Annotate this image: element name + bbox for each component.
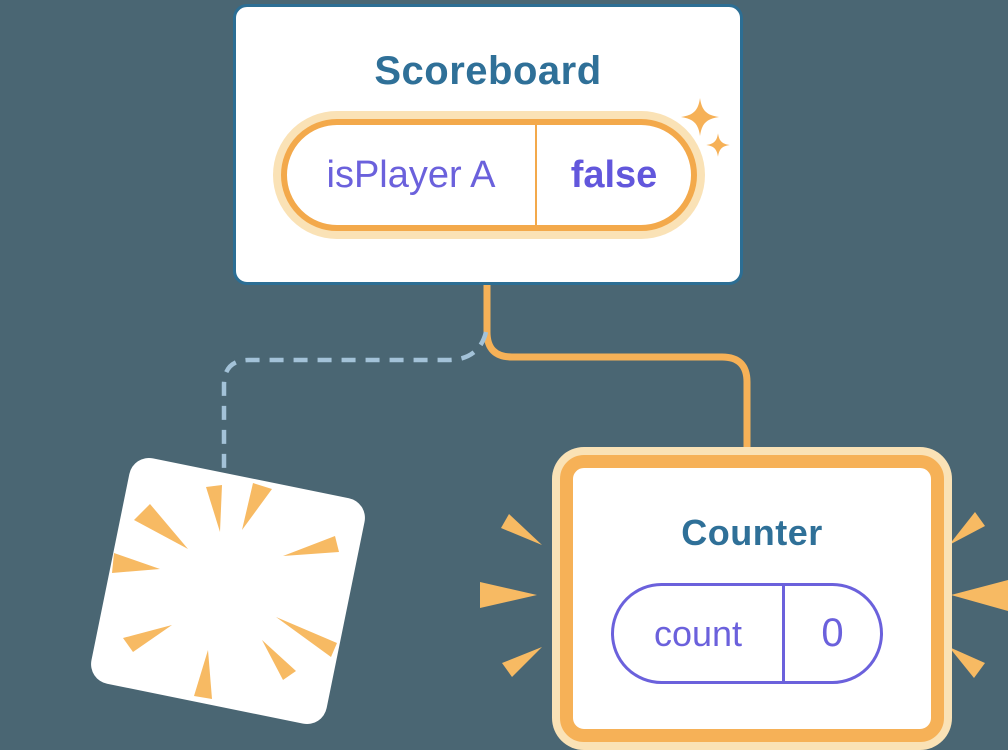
destroyed-connector-dashed-line: [221, 331, 489, 472]
counter-burst-left-icon: [480, 514, 542, 677]
counter-component-card: Counter count 0: [560, 455, 944, 742]
pill-divider: [535, 125, 537, 225]
destroyed-component-card: [87, 454, 369, 728]
state-key-label: count: [653, 612, 743, 654]
state-value-label: 0: [821, 611, 844, 655]
pill-divider: [782, 586, 785, 681]
scoreboard-component-card: Scoreboard isPlayer A false: [233, 4, 743, 285]
scoreboard-state-pill: isPlayer A false: [281, 119, 697, 231]
counter-title: Counter: [681, 512, 823, 553]
state-key-cell: isPlayer A: [287, 125, 535, 225]
counter-burst-right-icon: [949, 512, 1008, 678]
kept-connector-line: [483, 283, 751, 458]
state-key-label: isPlayer A: [326, 153, 496, 196]
counter-state-pill: count 0: [611, 583, 883, 684]
state-value-label: false: [570, 153, 658, 196]
scoreboard-title: Scoreboard: [374, 49, 602, 93]
state-value-cell: false: [537, 125, 691, 225]
state-value-cell: 0: [785, 586, 880, 681]
state-key-cell: count: [614, 586, 782, 681]
